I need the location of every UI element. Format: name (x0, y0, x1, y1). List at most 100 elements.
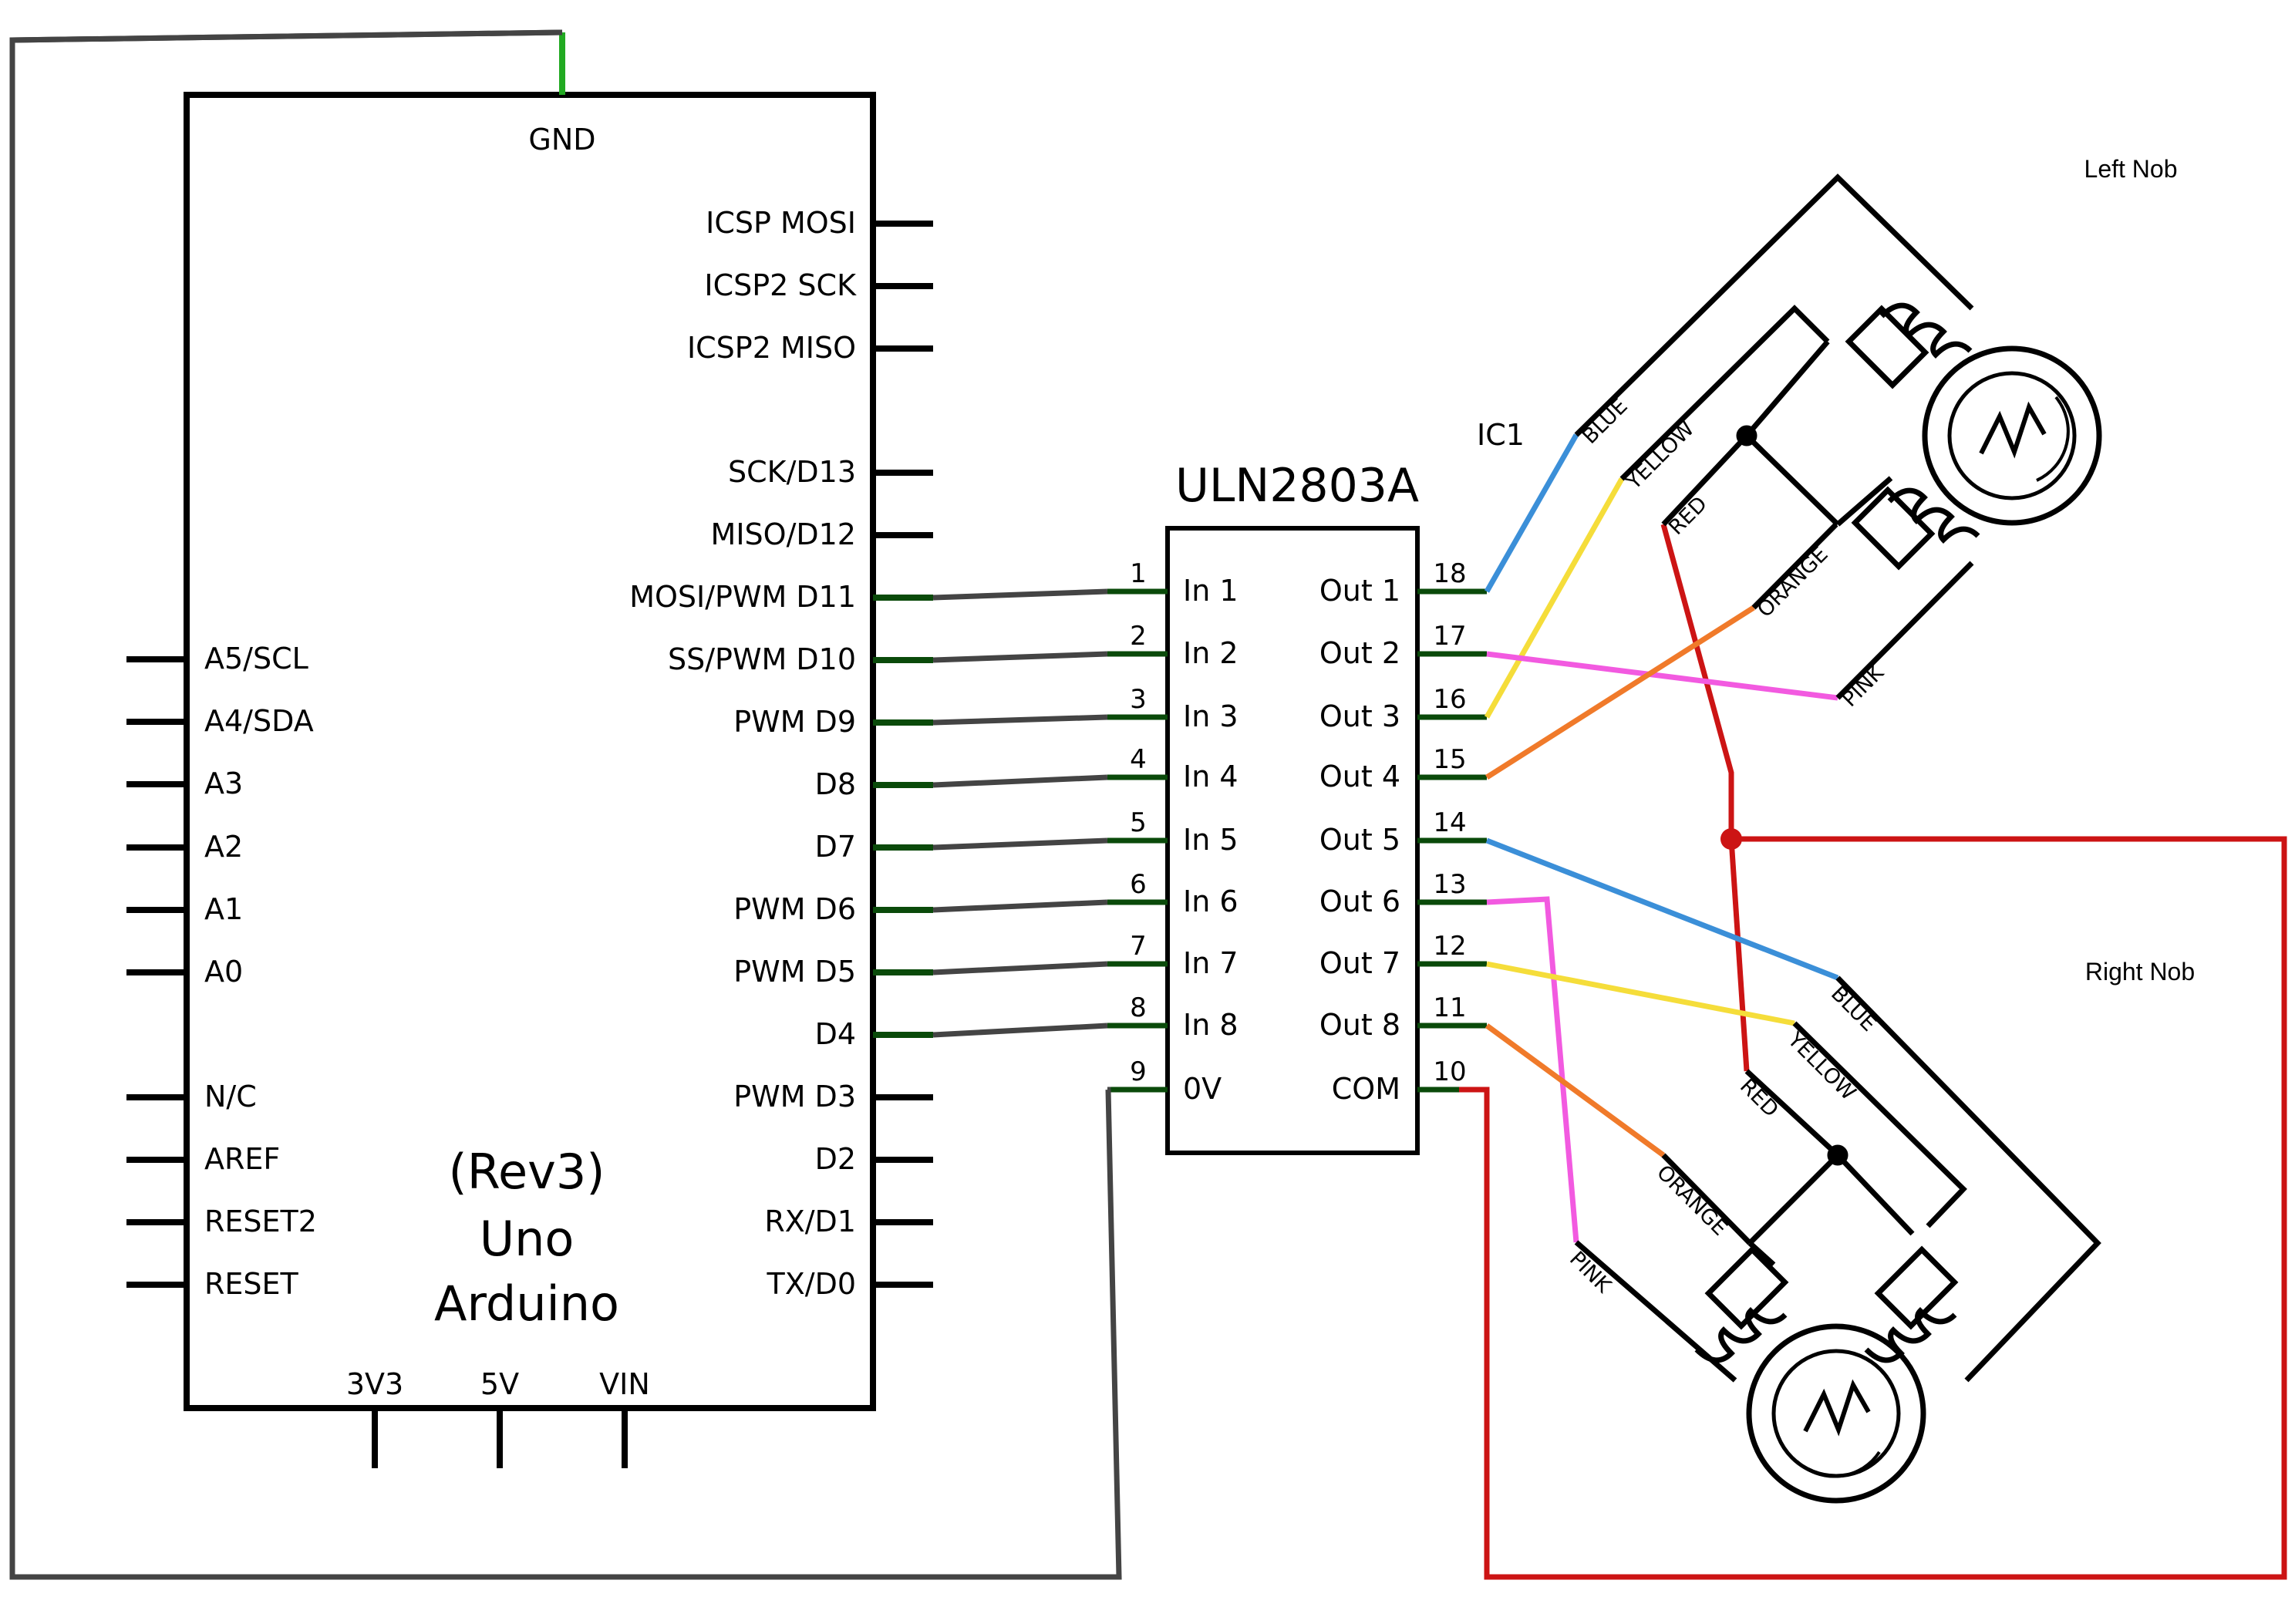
right-orange-lead (1661, 1153, 1752, 1245)
chip-pin-number: 7 (1130, 931, 1147, 962)
arduino-pin-label: ICSP MOSI (706, 206, 856, 240)
right-coil1-link (1835, 1153, 1915, 1236)
arduino-pin-label: PWM D3 (733, 1080, 856, 1114)
chip-pin-number: 8 (1130, 992, 1147, 1023)
right-rotor-arrow (1795, 1450, 1881, 1478)
left-coil-lower (1851, 486, 1980, 571)
left-yellow-wire (1484, 477, 1625, 719)
right-coil-right (1864, 1245, 1959, 1363)
gnd-label: GND (528, 123, 595, 157)
left-pink-wire (1486, 651, 1838, 701)
chip-pin-number: 17 (1433, 621, 1466, 652)
left-wire-label: PINK (1838, 660, 1889, 712)
arduino-pin-label: ICSP2 MISO (687, 331, 856, 365)
signal-wire (932, 651, 1108, 663)
chip-pin-label: In 7 (1183, 946, 1238, 980)
left-blue-wire (1484, 433, 1579, 593)
right-orange-wire (1485, 1023, 1666, 1157)
arduino-pin-label: RESET (204, 1267, 299, 1301)
arduino-right-pins: ICSP MOSI ICSP2 SCK ICSP2 MISO SCK/D13MISO/… (629, 206, 933, 1301)
signal-wire (932, 961, 1108, 975)
left-rotor-inner (1947, 371, 2077, 500)
chip-pin-label: Out 8 (1319, 1008, 1400, 1042)
signal-wire (932, 837, 1108, 851)
right-wire-label: BLUE (1826, 982, 1881, 1036)
chip-pin-number: 5 (1130, 807, 1147, 838)
chip-pin-label: In 6 (1183, 884, 1238, 918)
left-orange-lead (1751, 522, 1838, 610)
left-orange-wire (1485, 605, 1755, 780)
chip-pin-label: Out 7 (1319, 946, 1400, 980)
chip-pin-label: COM (1332, 1072, 1400, 1106)
chip-pin-label: Out 6 (1319, 884, 1400, 918)
chip-pin-label: In 1 (1183, 574, 1238, 608)
right-rotor-outer (1746, 1323, 1926, 1504)
left-wire-label: YELLOW (1621, 417, 1699, 495)
arduino-pin-label: D8 (815, 767, 856, 801)
board-name-line1: (Rev3) (449, 1144, 605, 1200)
arduino-board: GND ICSP MOSI ICSP2 SCK ICSP2 MISO SCK/D13M… (126, 32, 933, 1468)
arduino-pin-label: ICSP2 SCK (704, 268, 857, 302)
arduino-pin-label: RESET2 (204, 1205, 317, 1238)
right-coil-left (1694, 1245, 1789, 1363)
chip-pin-label: In 5 (1183, 823, 1238, 857)
right-yellow-wire (1486, 961, 1795, 1026)
chip-pin-number: 4 (1130, 744, 1147, 775)
left-common-bar (1744, 433, 1840, 527)
arduino-pin-label: A2 (204, 830, 243, 864)
board-name-line2: Uno (480, 1211, 575, 1267)
chip-title: ULN2803A (1175, 459, 1419, 513)
signal-wire (932, 1023, 1108, 1038)
motor-color-wires (1484, 433, 1839, 1243)
arduino-pin-label: A0 (204, 955, 243, 989)
chip-pin-label: Out 1 (1319, 574, 1400, 608)
arduino-outline (184, 92, 876, 1411)
left-blue-lead (1574, 174, 1974, 437)
right-wire-label: ORANGE (1652, 1161, 1732, 1241)
arduino-pin-label: N/C (204, 1080, 257, 1114)
right-rotor-inner (1771, 1349, 1901, 1478)
chip-ref: IC1 (1477, 418, 1525, 452)
arduino-pin-label: D2 (815, 1142, 856, 1176)
left-stepper-motor: Left Nob (1574, 155, 2178, 700)
right-wire-label: YELLOW (1782, 1027, 1860, 1105)
chip-pin-number: 6 (1130, 869, 1147, 900)
signal-wire (932, 714, 1108, 726)
chip-pin-number: 16 (1433, 684, 1466, 715)
arduino-pin-label: A1 (204, 892, 243, 926)
arduino-pin-label: MISO/D12 (711, 517, 856, 551)
arduino-pin-label: AREF (204, 1142, 280, 1176)
arduino-pin-label: A4/SDA (204, 704, 314, 738)
chip-pin-label: Out 4 (1319, 760, 1400, 793)
right-wire-label: RED (1735, 1074, 1783, 1122)
arduino-pin-label: SCK/D13 (728, 455, 856, 489)
left-nob-title: Left Nob (2084, 155, 2178, 183)
left-pink-lead (1835, 561, 1974, 700)
chip-pin-label: In 3 (1183, 699, 1238, 733)
left-rotor-outer (1922, 345, 2102, 526)
chip-pin-label: Out 5 (1319, 823, 1400, 857)
com-red-wire (1459, 836, 2287, 1580)
chip-pin-number: 18 (1433, 558, 1466, 589)
signal-wire (932, 774, 1108, 788)
right-red-wire (1728, 838, 1750, 1072)
right-common-bar (1747, 1153, 1840, 1245)
left-rotor-symbol (1979, 401, 2047, 459)
left-wire-label: BLUE (1578, 394, 1633, 449)
left-coil2-link (1835, 476, 1893, 527)
right-pink-wire (1486, 896, 1579, 1243)
chip-pin-label: Out 3 (1319, 699, 1400, 733)
arduino-pin-label: PWM D5 (733, 955, 856, 989)
left-coil1-link (1744, 339, 1830, 438)
signal-wire (932, 588, 1108, 601)
arduino-pin-label: 5V (480, 1367, 519, 1401)
right-rotor-symbol (1803, 1379, 1871, 1437)
chip-pin-number: 11 (1433, 992, 1466, 1023)
chip-pin-label: In 2 (1183, 636, 1238, 670)
